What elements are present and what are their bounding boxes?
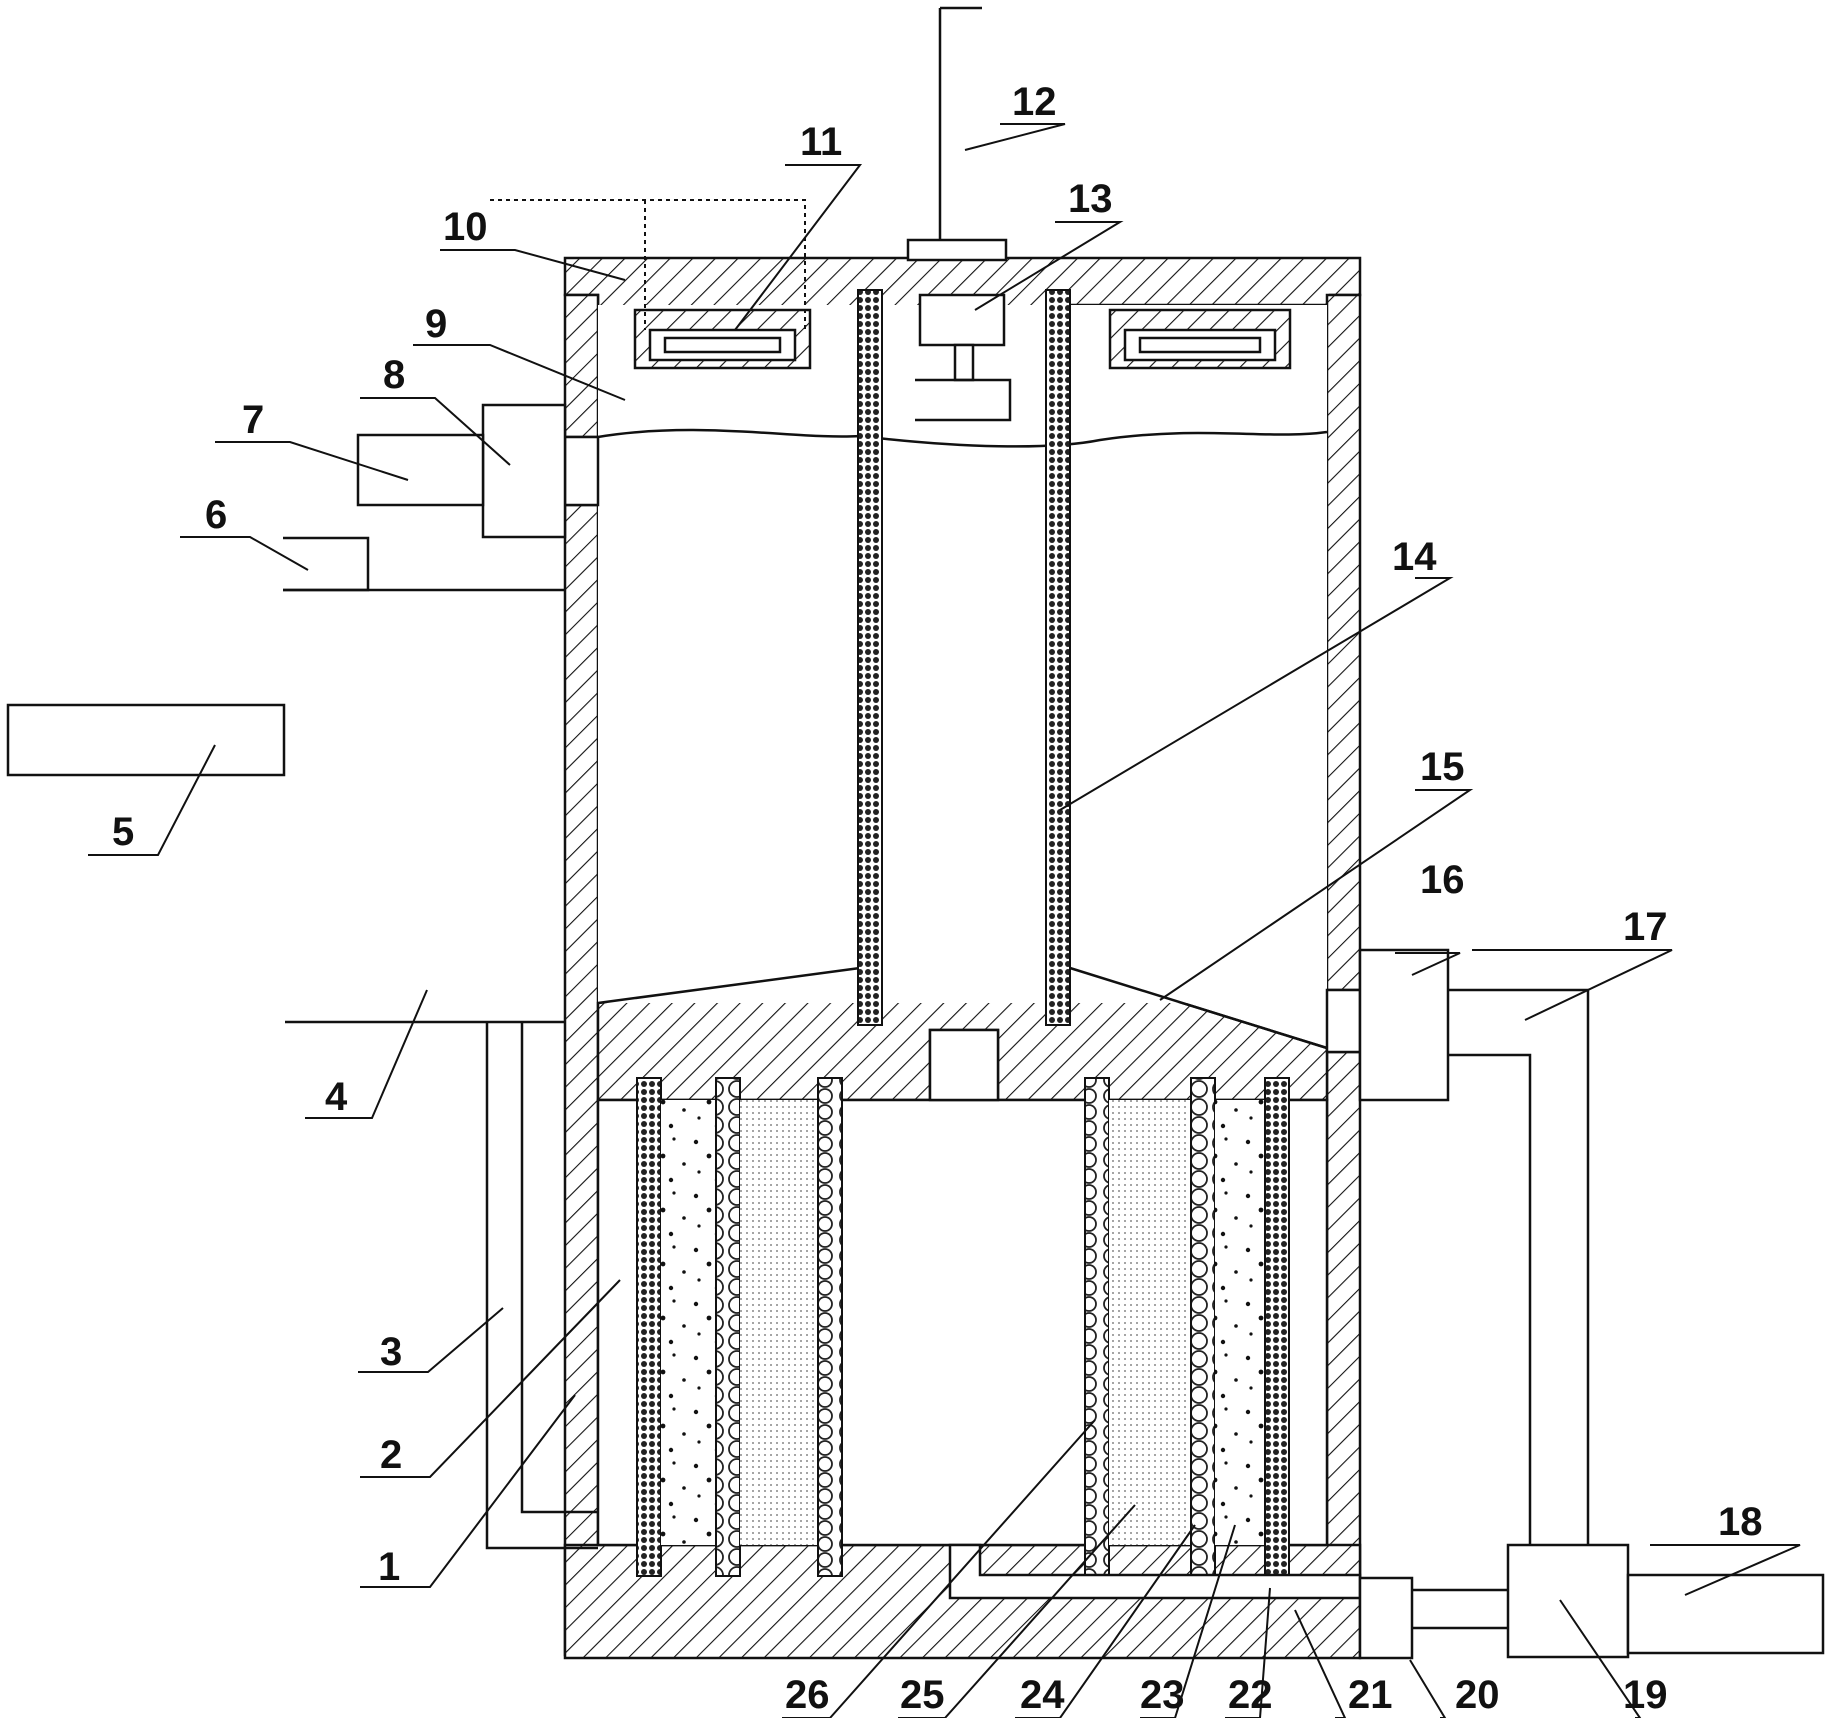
- label-5: 5: [112, 810, 134, 854]
- pump-8: [481, 403, 567, 539]
- lower-filter-layers: [636, 1077, 1290, 1577]
- pipe-17: [1448, 988, 1590, 1545]
- label-13: 13: [1068, 177, 1113, 221]
- label-11: 11: [800, 120, 842, 164]
- controller-5: [6, 703, 286, 777]
- label-23: 23: [1140, 1673, 1185, 1717]
- left-components: [6, 403, 598, 1550]
- label-1: 1: [378, 1545, 400, 1589]
- label-25: 25: [900, 1673, 945, 1717]
- upper-chamber-floor: [597, 966, 1328, 1050]
- label-22: 22: [1228, 1673, 1273, 1717]
- part-labels: 1 2 3 4 5 6 7 8 9 10 11 12 13 14 15 16 1…: [112, 80, 1763, 1717]
- bottom-outlet-channel: [948, 1543, 1362, 1600]
- label-10: 10: [443, 205, 488, 249]
- left-wall-port: [563, 435, 600, 507]
- outlet-20: [1358, 1576, 1414, 1660]
- dotted-pipe-10: [490, 199, 806, 330]
- label-20: 20: [1455, 1673, 1500, 1717]
- upper-chamber: [598, 305, 1327, 1003]
- label-26: 26: [785, 1673, 830, 1717]
- motor-shaft-flange: [906, 238, 1008, 262]
- motor-13: [918, 293, 1006, 347]
- label-2: 2: [380, 1433, 402, 1477]
- label-12: 12: [1012, 80, 1057, 124]
- label-17: 17: [1623, 905, 1668, 949]
- label-3: 3: [380, 1330, 402, 1374]
- left-wall-lower: [563, 503, 600, 1657]
- connecting-opening: [928, 1028, 1000, 1102]
- label-9: 9: [425, 302, 447, 346]
- return-pipe-3: [485, 1022, 598, 1550]
- label-21: 21: [1348, 1673, 1393, 1717]
- motor-18: [1626, 1573, 1825, 1655]
- label-8: 8: [383, 353, 405, 397]
- label-14: 14: [1392, 535, 1437, 579]
- label-19: 19: [1623, 1673, 1668, 1717]
- label-4: 4: [325, 1075, 348, 1119]
- label-7: 7: [242, 398, 264, 442]
- label-24: 24: [1020, 1673, 1065, 1717]
- label-6: 6: [205, 493, 227, 537]
- top-fixtures: [490, 6, 1292, 422]
- central-filter-column: [857, 289, 1071, 1026]
- label-15: 15: [1420, 745, 1465, 789]
- right-components: [1358, 948, 1825, 1660]
- right-wall-port: [1325, 988, 1362, 1054]
- valve-16: [1358, 948, 1450, 1102]
- leader-lines: [88, 123, 1801, 1718]
- left-wall-upper: [563, 293, 600, 439]
- label-16: 16: [1420, 858, 1465, 902]
- pump-19: [1506, 1543, 1630, 1659]
- water-surface: [597, 428, 1328, 448]
- label-18: 18: [1718, 1500, 1763, 1544]
